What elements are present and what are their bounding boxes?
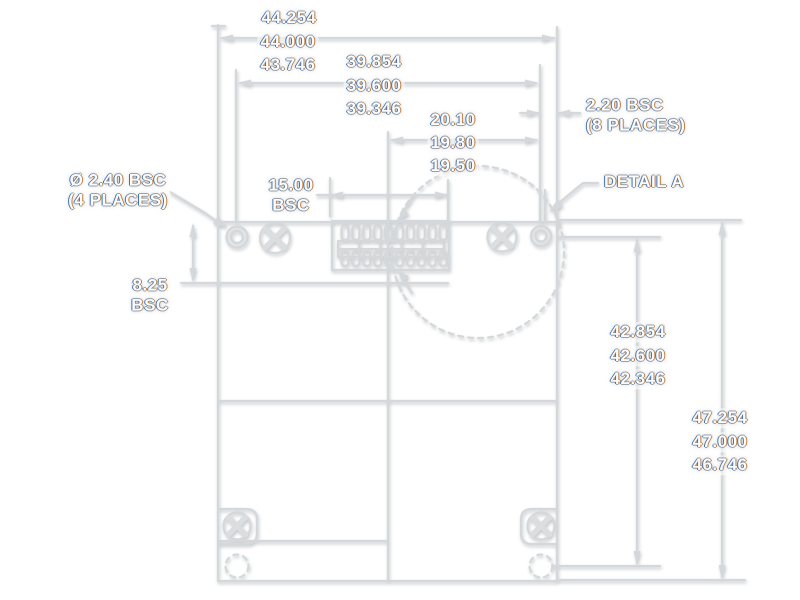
dim-overall-width-max: 44.254 [258,8,320,28]
dim-hole-diameter: Ø 2.40 BSC (4 PLACES) [65,170,171,210]
dim-edge-offset-value: 8.25 [132,275,168,295]
dim-hole-span-max: 42.854 [607,322,669,342]
dim-pin-pitch-places: (8 PLACES) [586,115,686,134]
dim-overall-height-max: 47.254 [689,408,751,428]
hole-bottom-right [530,555,553,578]
dim-overall-height-nom: 47.000 [689,432,751,452]
dim-edge-offset: 8.25 BSC [128,275,172,315]
screw-top-left [260,223,290,253]
dim-hole-diameter-value: Ø 2.40 BSC [69,170,167,190]
screw-bottom-right [521,509,557,544]
screw-bottom-left [218,509,257,544]
dim-inner-width-nom: 39.600 [343,76,405,96]
hole-top-right [531,226,551,246]
dim-inner-width-min: 39.346 [343,99,405,119]
dim-hole-span-min: 42.346 [607,369,669,389]
connector-top-pins [342,225,447,240]
hole-top-left [227,227,248,248]
dim-hole-diameter-places: (4 PLACES) [68,190,168,209]
hole-bottom-left [226,555,249,578]
screw-top-right [488,223,517,252]
dim-hole-span-nom: 42.600 [607,346,669,366]
dim-connector-width: 15.00 BSC [265,175,317,215]
dim-connector-width-value: 15.00 [268,175,314,195]
dim-overall-width-nom: 44.000 [257,32,319,52]
dim-pin-span-nom: 19.80 [427,133,479,153]
dim-pin-pitch-value: 2.20 BSC [586,95,664,115]
connector-footprint [332,221,449,270]
detail-a-leader-arrow [549,199,563,212]
hole-diameter-leader-arrow [213,216,227,228]
dim-overall-width-min: 43.746 [257,55,319,75]
dim-inner-width-max: 39.854 [343,52,405,72]
dim-connector-width-bsc: BSC [272,195,310,214]
detail-a-label: DETAIL A [601,172,688,192]
leader-lines [170,183,598,293]
dim-pin-pitch: 2.20 BSC (8 PLACES) [583,95,689,135]
dim-edge-offset-bsc: BSC [131,295,169,314]
dim-overall-height-min: 46.746 [689,455,751,475]
mounting-holes [218,223,557,578]
dim-pin-span-max: 20.10 [427,110,479,130]
extension-lines [212,25,745,580]
connector-bottom-pins [342,251,447,266]
dim-pin-span-min: 19.50 [427,156,479,176]
